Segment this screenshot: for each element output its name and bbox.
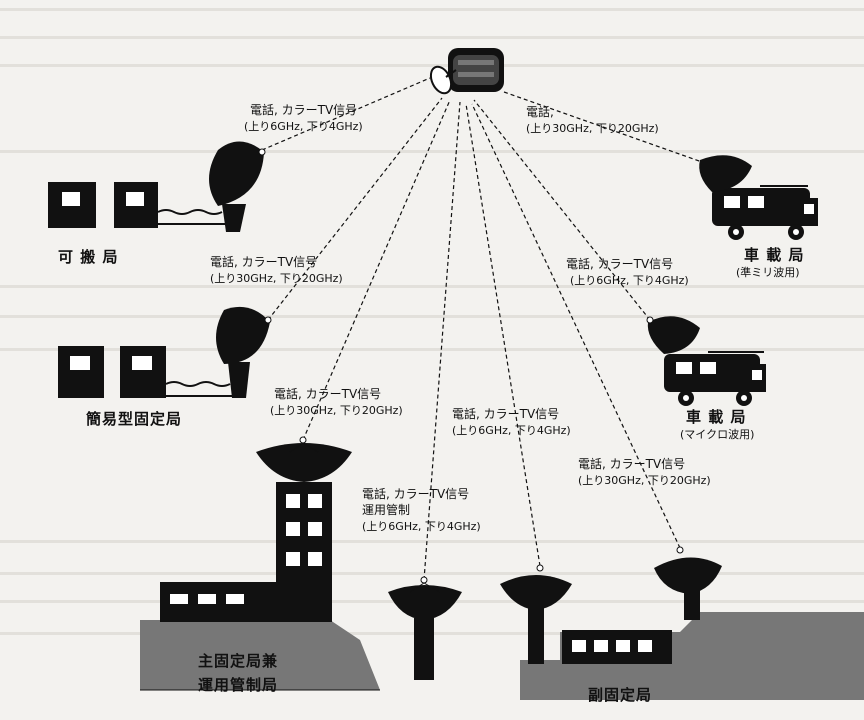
label-sub-fixed-signal: 電話, カラーTV信号: [578, 456, 685, 471]
label-ops-band: (上り6GHz, 下り4GHz): [362, 520, 481, 533]
vehicle-microwave: [646, 316, 766, 406]
label-vehicle-micro-signal: 電話, カラーTV信号: [566, 256, 673, 271]
portable-station: [48, 141, 266, 232]
label-vehicle-micro-band: (上り6GHz, 下り4GHz): [570, 274, 689, 287]
link-vehicle-mm: [503, 91, 703, 163]
main-fixed-station: [140, 436, 380, 691]
link-simple-fixed: [267, 97, 443, 321]
label-vehicle-mm-band: (上り30GHz, 下り20GHz): [526, 122, 659, 135]
label-vehicle-mm-signal: 電話,: [526, 104, 554, 119]
label-center-band: (上り6GHz, 下り4GHz): [452, 424, 571, 437]
signal-labels: 電話, カラーTV信号 (上り6GHz, 下り4GHz) 電話, (上り30GH…: [210, 102, 711, 533]
label-ops-signal: 電話, カラーTV信号: [362, 486, 469, 501]
label-main-fixed-band: (上り30GHz, 下り20GHz): [270, 404, 403, 417]
label-sub-fixed-band: (上り30GHz, 下り20GHz): [578, 474, 711, 487]
link-sub-fixed-1: [465, 103, 541, 567]
link-portable: [261, 77, 431, 151]
background-texture: [0, 8, 864, 635]
links: [261, 77, 703, 581]
label-vehicle-micro-station: 車 載 局: [686, 408, 746, 426]
label-main-fixed-line2: 運用管制局: [198, 676, 278, 694]
label-ops-control: 運用管制: [362, 502, 410, 517]
label-main-fixed-signal: 電話, カラーTV信号: [274, 386, 381, 401]
label-vehicle-micro-sub: (マイクロ波用): [680, 428, 754, 441]
label-simple-fixed-station: 簡易型固定局: [86, 410, 182, 428]
station-labels: 可 搬 局 簡易型固定局 車 載 局 (準ミリ波用) 車 載 局 (マイクロ波用…: [58, 246, 804, 704]
label-vehicle-mm-station: 車 載 局: [744, 246, 804, 264]
link-sub-fixed-2: [471, 103, 681, 549]
vehicle-mm-wave: [699, 155, 818, 240]
link-main-fixed: [302, 99, 451, 441]
sub-fixed-station: [500, 546, 864, 700]
label-center-signal: 電話, カラーTV信号: [452, 406, 559, 421]
simple-fixed-station: [58, 306, 272, 398]
label-sub-fixed-station: 副固定局: [588, 686, 652, 704]
satellite: [429, 48, 504, 95]
link-ops-fixed: [423, 101, 461, 581]
label-portable-station: 可 搬 局: [58, 248, 118, 266]
link-vehicle-micro: [473, 99, 651, 321]
label-main-fixed-line1: 主固定局兼: [198, 652, 278, 670]
label-vehicle-mm-sub: (準ミリ波用): [736, 265, 800, 279]
label-portable-band: (上り6GHz, 下り4GHz): [244, 120, 363, 133]
label-simple-fixed-band: (上り30GHz, 下り20GHz): [210, 272, 343, 285]
label-simple-fixed-signal: 電話, カラーTV信号: [210, 254, 317, 269]
ops-dish: [388, 576, 462, 680]
label-portable-signal: 電話, カラーTV信号: [250, 102, 357, 117]
